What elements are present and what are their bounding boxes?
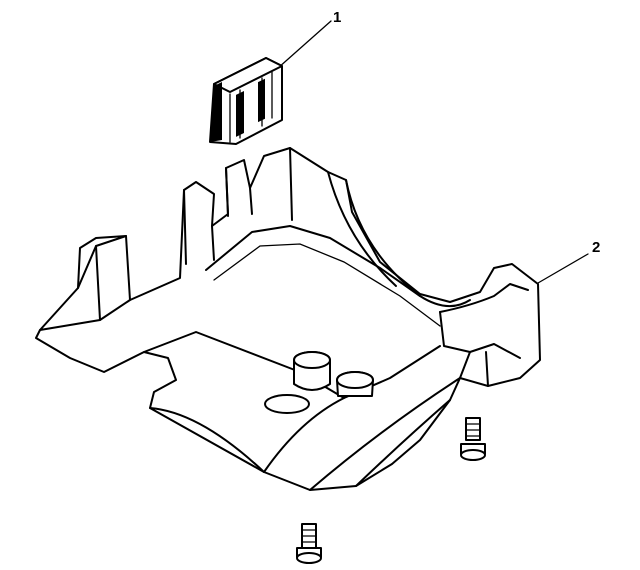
callout-2-label: 2	[592, 239, 600, 256]
part-2-cover	[35, 147, 541, 491]
callout-2: 2	[537, 239, 600, 284]
callout-2-leader	[537, 253, 589, 284]
callout-1-leader	[277, 20, 332, 69]
screw-right	[460, 417, 486, 461]
part-1-clip	[209, 57, 283, 145]
callout-1-label: 1	[333, 9, 341, 26]
callout-1: 1	[277, 9, 341, 69]
screw-bottom	[296, 523, 322, 564]
